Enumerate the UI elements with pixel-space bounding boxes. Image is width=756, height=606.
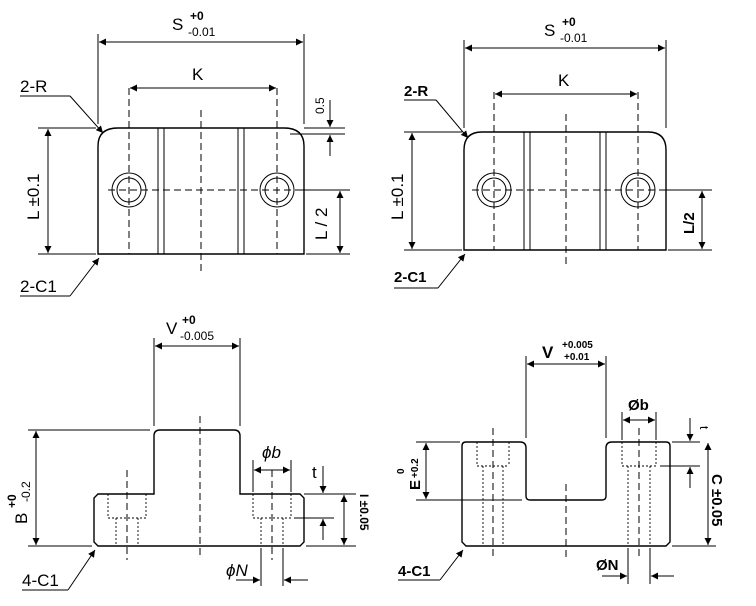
s-dimension-label: S <box>172 15 183 34</box>
block-outline <box>97 127 305 255</box>
counterbore-left <box>107 470 147 560</box>
l-half-dimension-label: L/2 <box>681 212 698 234</box>
block-outline <box>93 429 305 547</box>
phi-b-label: Øb <box>628 397 649 414</box>
l-dimension-label: L ±0.1 <box>388 173 407 220</box>
offset-dimension-label: 0.5 <box>313 97 327 114</box>
v-tolerance-upper: +0 <box>182 313 196 327</box>
v-dimension-label: V <box>166 319 178 338</box>
b-tolerance-lower: -0.2 <box>19 481 33 502</box>
t-label: t <box>312 463 317 482</box>
view-bottom-left: V +0 -0.005 ϕb t I ±0.05 B +0 -0.2 4-C1 <box>5 313 371 591</box>
counterbore-right <box>252 470 292 560</box>
v-dimension-label: V <box>542 343 554 362</box>
e-tolerance-lower: +0.2 <box>410 458 421 478</box>
view-bottom-right: V +0.005 +0.01 Øb t C ±0.05 E 0 +0.2 4-C… <box>396 340 725 584</box>
view-top-right: S +0 -0.01 K 2-R L ±0.1 L/2 2-C1 <box>388 15 712 289</box>
i-dimension-label: I ±0.05 <box>357 494 371 531</box>
phi-n-label: ØN <box>596 557 619 574</box>
t-label: t <box>697 426 711 430</box>
s-tolerance-upper: +0 <box>190 9 204 23</box>
e-dimension-label: E <box>407 480 424 490</box>
chamfer-label: 4-C1 <box>22 571 59 590</box>
e-tolerance-upper: 0 <box>396 468 407 474</box>
v-tolerance-upper: +0.005 <box>562 340 593 351</box>
radius-label: 2-R <box>20 77 47 96</box>
s-tolerance-lower: -0.01 <box>188 25 216 39</box>
radius-label: 2-R <box>404 83 428 100</box>
c-dimension-label: C ±0.05 <box>708 474 725 526</box>
phi-n-label: ϕN <box>226 561 248 580</box>
block-outline <box>461 441 671 547</box>
s-dimension-label: S <box>544 21 555 40</box>
phi-b-label: ϕb <box>262 443 281 462</box>
chamfer-label: 2-C1 <box>20 277 57 296</box>
block-outline <box>463 131 667 251</box>
k-dimension-label: K <box>192 65 204 84</box>
counterbore-right <box>621 428 657 560</box>
b-tolerance-upper: +0 <box>5 494 19 508</box>
view-top-left: S +0 -0.01 K 2-R 0.5 L ±0.1 L / 2 2-C1 <box>20 9 350 297</box>
l-dimension-label: L ±0.1 <box>24 173 43 220</box>
v-tolerance-lower: +0.01 <box>564 352 590 363</box>
counterbore-left <box>476 428 510 560</box>
chamfer-label: 4-C1 <box>398 563 431 580</box>
s-tolerance-lower: -0.01 <box>560 31 588 45</box>
b-dimension-label: B <box>12 513 31 524</box>
v-tolerance-lower: -0.005 <box>180 329 214 343</box>
s-tolerance-upper: +0 <box>562 15 576 29</box>
k-dimension-label: K <box>558 71 570 90</box>
l-half-dimension-label: L / 2 <box>312 208 331 240</box>
chamfer-label: 2-C1 <box>394 269 427 286</box>
